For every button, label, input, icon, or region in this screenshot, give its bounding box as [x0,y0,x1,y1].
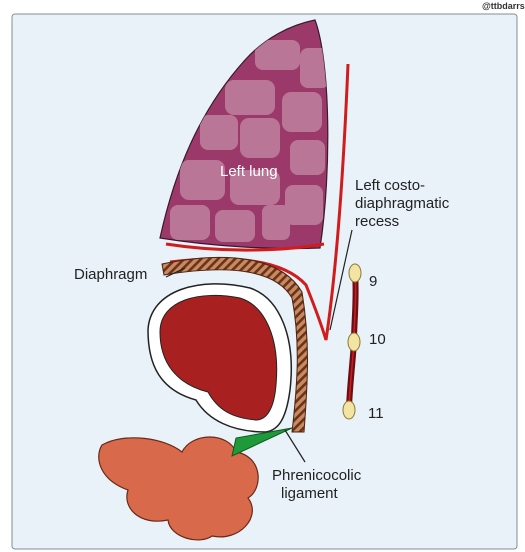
phrenicocolic-label-line1: Phrenicocolic [272,467,362,484]
rib-10-label: 10 [369,331,386,348]
rib-11-label: 11 [368,405,384,422]
recess-label-line3: recess [355,213,399,230]
left-lung-label: Left lung [220,163,278,180]
rib-9-marker [349,264,361,282]
recess-label-line1: Left costo- [355,177,425,194]
rib-9-label: 9 [369,273,377,290]
rib-11-marker [343,401,355,419]
recess-label-line2: diaphragmatic [355,195,450,212]
rib-10-marker [348,333,360,351]
diaphragm-label: Diaphragm [74,266,147,283]
watermark-text: @ttbdarrs [482,1,525,11]
phrenicocolic-label-line2: ligament [281,485,339,502]
